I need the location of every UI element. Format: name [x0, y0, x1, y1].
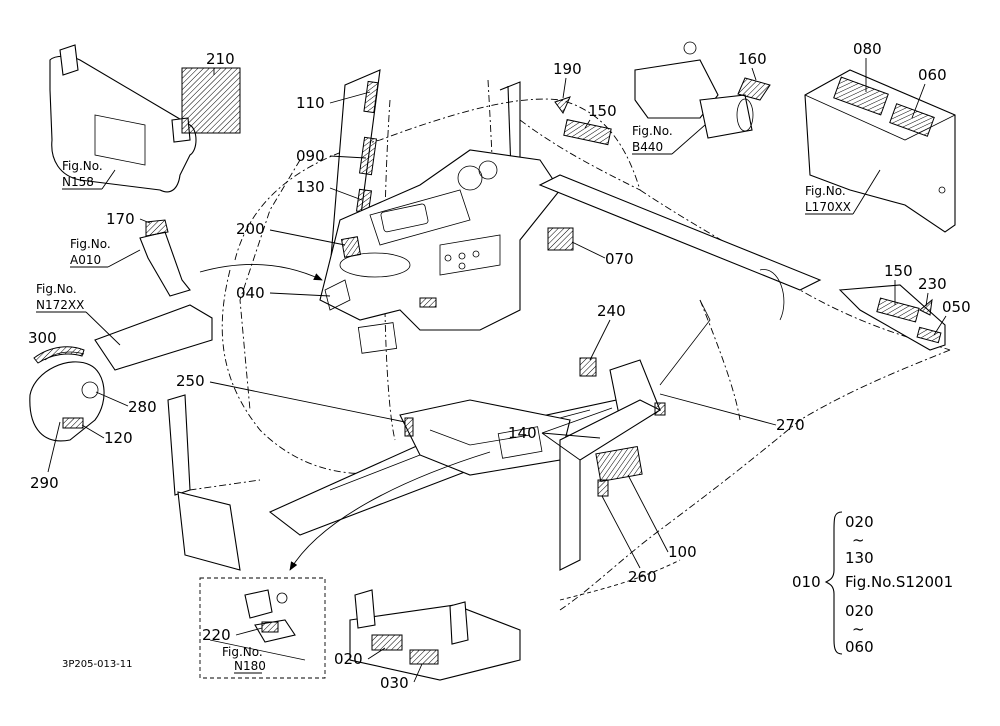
- list-tilde-2: ~: [852, 620, 865, 638]
- fig-b440-code: B440: [632, 140, 663, 154]
- armrest-controller: [29, 304, 213, 442]
- callout-250: 250: [176, 372, 205, 390]
- callout-080: 080: [853, 40, 882, 58]
- list-group-fig: Fig.No.S12001: [845, 573, 953, 591]
- arrow-shift-lever: [199, 264, 323, 281]
- decal-190: [554, 96, 571, 114]
- fig-references: Fig.No. N158 Fig.No. A010 Fig.No. N172XX…: [36, 124, 881, 674]
- drawing-code: 3P205-013-11: [62, 659, 133, 670]
- decal-150a: [563, 119, 612, 146]
- list-bottom-start: 020: [845, 602, 874, 620]
- sun-visor: [49, 44, 241, 193]
- rear-step: [349, 589, 521, 681]
- callout-070: 070: [605, 250, 634, 268]
- right-frame: [538, 174, 822, 571]
- fig-n158-code: N158: [62, 175, 94, 189]
- list-top-start: 020: [845, 513, 874, 531]
- callout-040: 040: [236, 284, 265, 302]
- callout-130: 130: [296, 178, 325, 196]
- callout-170: 170: [106, 210, 135, 228]
- callout-060: 060: [918, 66, 947, 84]
- fig-n172xx-code: N172XX: [36, 298, 84, 312]
- callout-150b: 150: [884, 262, 913, 280]
- fig-l170xx-code: L170XX: [805, 200, 851, 214]
- callouts: 210 110 090 130 170 200 040 300 280 120 …: [28, 40, 971, 692]
- fig-b440-label: Fig.No.: [632, 124, 673, 138]
- callout-260: 260: [628, 568, 657, 586]
- callout-300: 300: [28, 329, 57, 347]
- callout-240: 240: [597, 302, 626, 320]
- list-group-code: 010: [792, 573, 821, 591]
- dashboard-console: [319, 149, 574, 354]
- callout-200: 200: [236, 220, 265, 238]
- fig-a010-label: Fig.No.: [70, 237, 111, 251]
- rear-panel: [804, 69, 956, 233]
- assembly-list: 020 ~ 130 010 Fig.No.S12001 020 ~ 060: [792, 511, 953, 656]
- fig-a010-code: A010: [70, 253, 101, 267]
- callout-020: 020: [334, 650, 363, 668]
- list-top-end: 130: [845, 549, 874, 567]
- callout-160: 160: [738, 50, 767, 68]
- callout-050: 050: [942, 298, 971, 316]
- callout-220: 220: [202, 626, 231, 644]
- fig-n172xx-label: Fig.No.: [36, 282, 77, 296]
- rear-fender-right: [759, 269, 946, 351]
- callout-190: 190: [553, 60, 582, 78]
- callout-230: 230: [918, 275, 947, 293]
- fig-l170xx-label: Fig.No.: [805, 184, 846, 198]
- callout-120: 120: [104, 429, 133, 447]
- inset-box: [199, 577, 326, 679]
- list-bottom-end: 060: [845, 638, 874, 656]
- callout-090: 090: [296, 147, 325, 165]
- shift-lever-knob: [139, 219, 191, 297]
- list-tilde-1: ~: [852, 531, 865, 549]
- callout-210: 210: [206, 50, 235, 68]
- wiper-motor: [634, 41, 771, 139]
- callout-270: 270: [776, 416, 805, 434]
- arrow-inset: [289, 451, 491, 571]
- fig-n158-label: Fig.No.: [62, 159, 103, 173]
- callout-140: 140: [508, 424, 537, 442]
- callout-280: 280: [128, 398, 157, 416]
- callout-290: 290: [30, 474, 59, 492]
- callout-100: 100: [668, 543, 697, 561]
- callout-110: 110: [296, 94, 325, 112]
- fig-n180-label: Fig.No.: [222, 645, 263, 659]
- left-step: [167, 394, 241, 571]
- callout-150a: 150: [588, 102, 617, 120]
- floor-plate: [268, 394, 662, 536]
- callout-030: 030: [380, 674, 409, 692]
- fig-n180-code: N180: [234, 659, 266, 673]
